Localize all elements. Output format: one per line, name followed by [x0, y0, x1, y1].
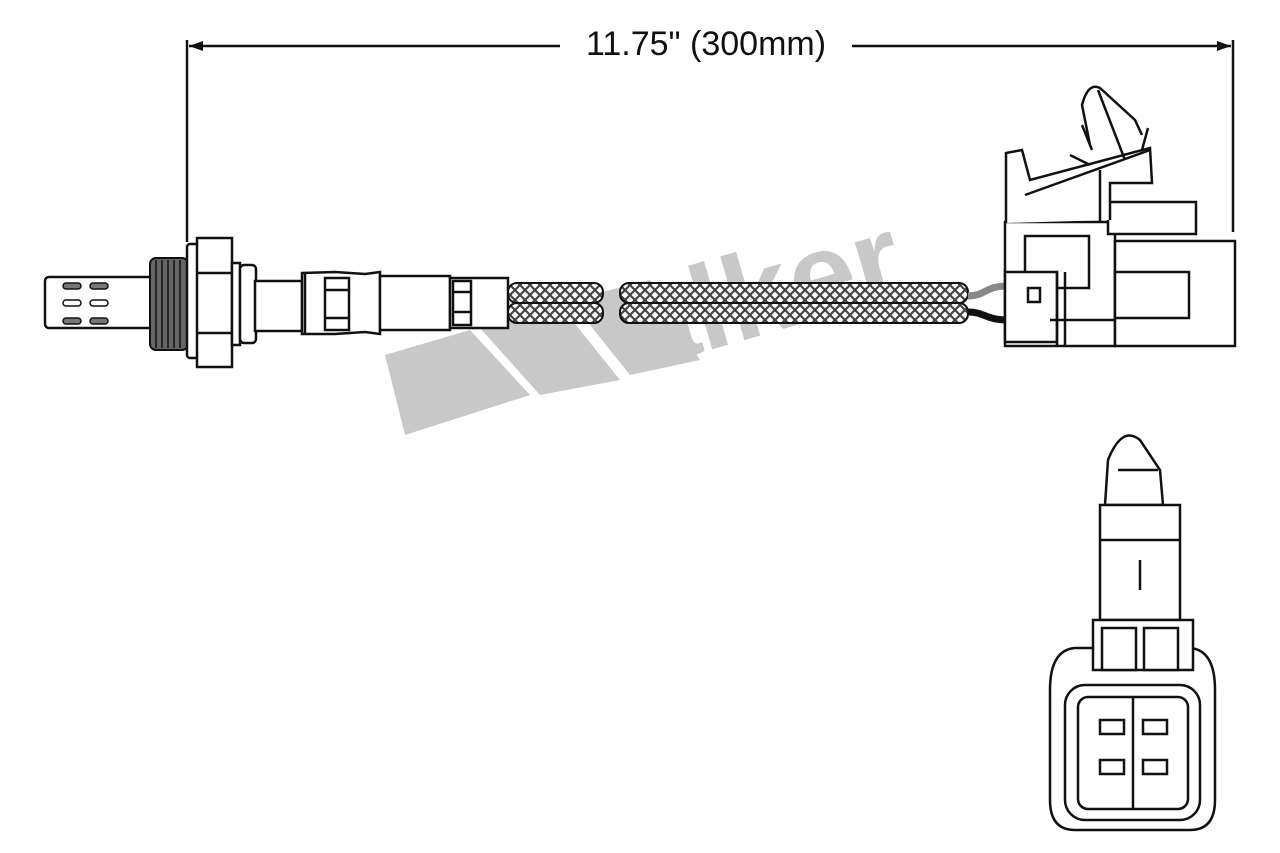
sensor-body	[43, 236, 510, 369]
braided-cable	[507, 282, 1009, 324]
gray-wire	[967, 282, 1009, 300]
black-wire	[967, 308, 1009, 324]
connector-side-view	[1003, 85, 1237, 348]
connector-front-view	[1048, 434, 1217, 832]
hex-nut	[195, 236, 234, 369]
length-dimension-label: 11.75" (300mm)	[560, 22, 852, 66]
